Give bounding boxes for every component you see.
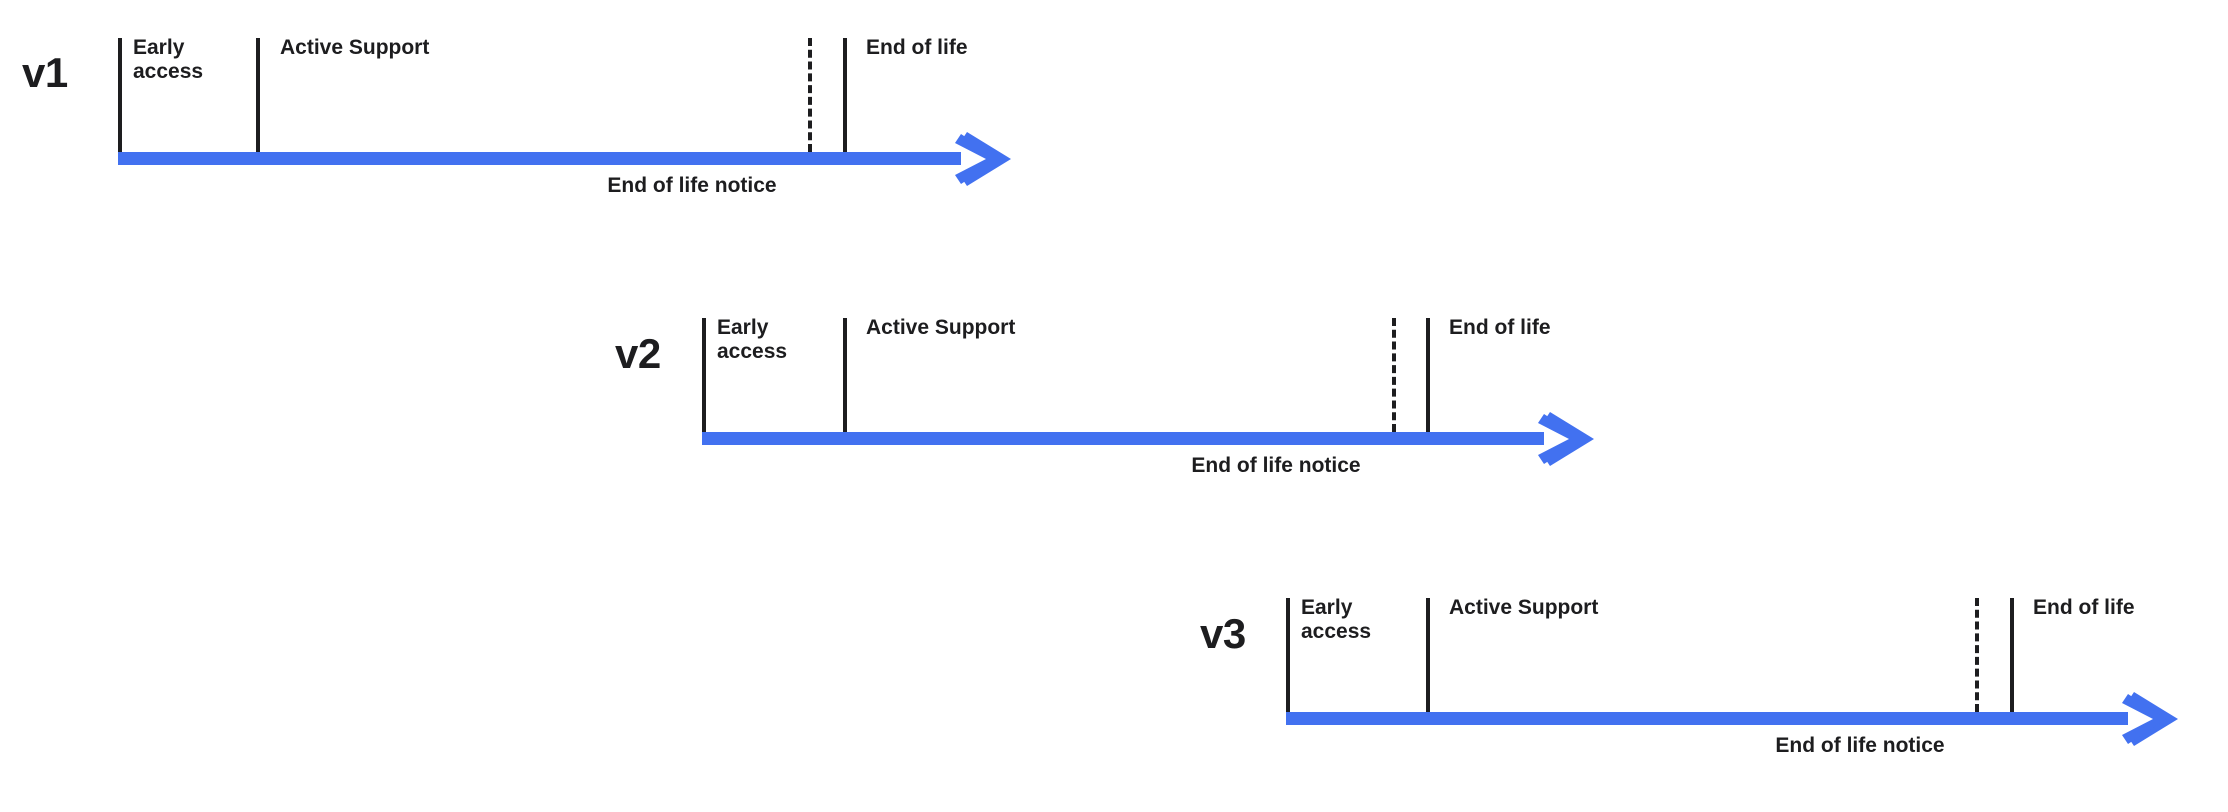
version-label-v3: v3 xyxy=(1200,610,1246,657)
phase-label-early-access-v3: Early access xyxy=(1301,596,1372,643)
phase-label-active-support-v1: Active Support xyxy=(280,36,430,59)
divider-eol-v1 xyxy=(843,38,847,152)
end-of-life-notice-label-v3: End of life notice xyxy=(1775,734,1945,757)
divider-boundary-v2 xyxy=(843,318,847,432)
end-of-life-notice-label-v2: End of life notice xyxy=(1191,454,1361,477)
phase-label-active-support-v3: Active Support xyxy=(1449,596,1599,619)
divider-start-v1 xyxy=(118,38,122,152)
divider-eol-v3 xyxy=(2010,598,2014,712)
phase-label-early-access-v1: Early access xyxy=(133,36,204,83)
divider-notice-dashed-v2 xyxy=(1392,318,1396,432)
phase-label-end-of-life-v3: End of life xyxy=(2033,596,2135,619)
divider-start-v3 xyxy=(1286,598,1290,712)
phase-label-end-of-life-v2: End of life xyxy=(1449,316,1551,339)
phase-label-early-access-v2: Early access xyxy=(717,316,788,363)
divider-boundary-v1 xyxy=(256,38,260,152)
arrow-head-icon-v1 xyxy=(953,128,1015,190)
version-label-v1: v1 xyxy=(22,49,68,96)
arrow-head-icon-v2 xyxy=(1536,408,1598,470)
phase-label-end-of-life-v1: End of life xyxy=(866,36,968,59)
lifecycle-bar-v1 xyxy=(118,152,961,165)
end-of-life-notice-label-v1: End of life notice xyxy=(607,174,777,197)
divider-start-v2 xyxy=(702,318,706,432)
divider-eol-v2 xyxy=(1426,318,1430,432)
lifecycle-bar-v3 xyxy=(1286,712,2128,725)
divider-boundary-v3 xyxy=(1426,598,1430,712)
arrow-head-icon-v3 xyxy=(2120,688,2182,750)
lifecycle-bar-v2 xyxy=(702,432,1544,445)
version-label-v2: v2 xyxy=(615,330,661,377)
divider-notice-dashed-v1 xyxy=(808,38,812,152)
phase-label-active-support-v2: Active Support xyxy=(866,316,1016,339)
divider-notice-dashed-v3 xyxy=(1975,598,1979,712)
